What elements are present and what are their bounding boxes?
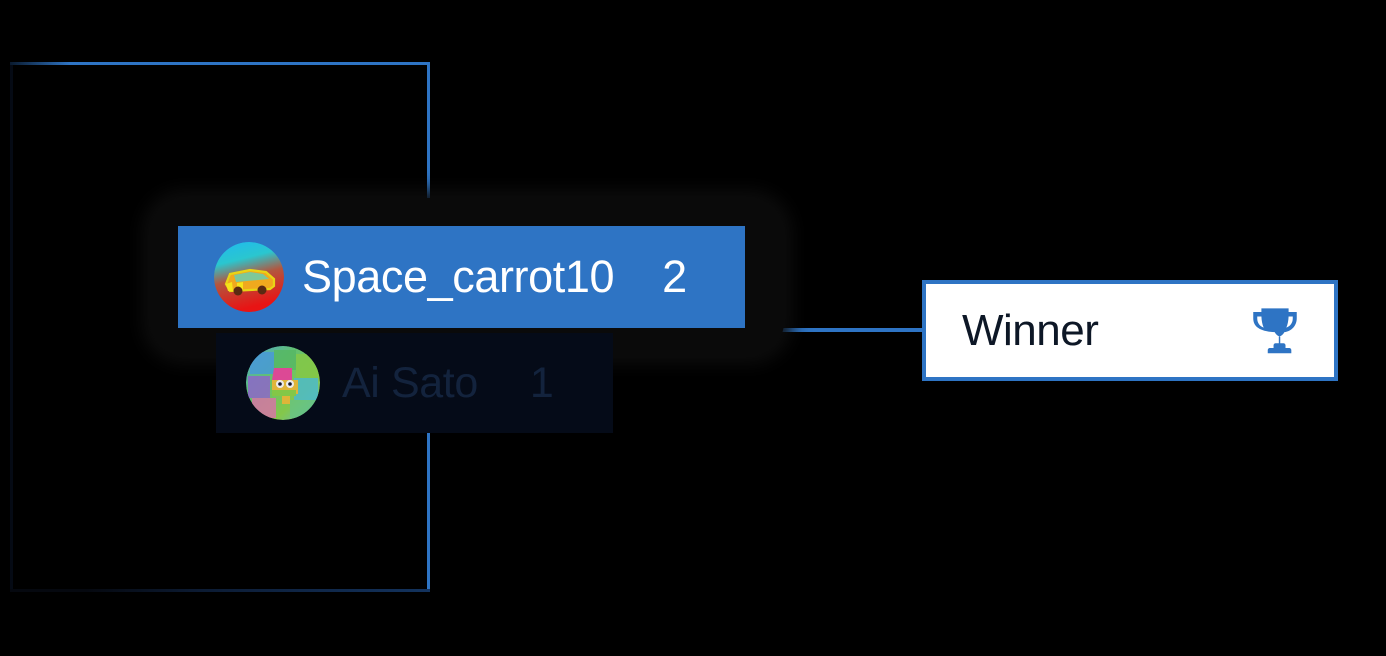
winner-label: Winner [962, 305, 1099, 355]
player-name: Ai Sato [342, 358, 478, 407]
scoreboard-region-outline-bottom-edge [10, 589, 430, 592]
leaderboard-row-1[interactable]: Space_carrot10 2 [178, 226, 745, 328]
player-score: 1 [529, 358, 554, 407]
scoreboard-region-outline-top-left-fade [10, 62, 70, 65]
car-avatar-icon [214, 242, 284, 312]
leaderboard-row-2[interactable]: Ai Sato 1 [216, 333, 613, 433]
winner-callout-connector [745, 328, 923, 332]
puzzle-monster-avatar-icon [246, 346, 320, 420]
player-score: 2 [662, 251, 688, 302]
winner-callout: Winner [922, 280, 1338, 381]
player-name: Space_carrot10 [302, 251, 615, 302]
trophy-icon [1246, 302, 1304, 360]
